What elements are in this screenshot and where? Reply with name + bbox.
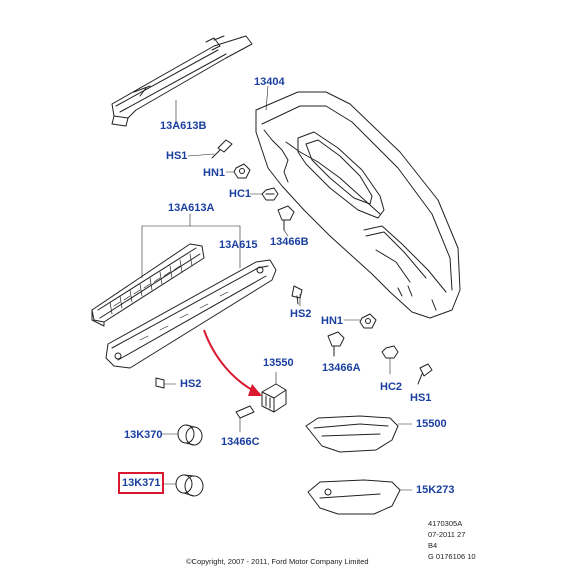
grommet-13466A xyxy=(327,331,345,357)
label-hs1-right[interactable]: HS1 xyxy=(410,392,432,404)
label-13A615[interactable]: 13A615 xyxy=(219,239,258,251)
label-15K273[interactable]: 15K273 xyxy=(416,484,455,496)
label-13K370[interactable]: 13K370 xyxy=(124,429,163,441)
screw-hs2-left xyxy=(155,377,177,389)
grommet-13K370 xyxy=(161,424,203,446)
bulb-13466C xyxy=(235,405,255,433)
bracket-13A613B xyxy=(111,35,253,127)
grommet-13K371 xyxy=(163,474,204,497)
label-13A613A[interactable]: 13A613A xyxy=(168,202,215,214)
nut-hn1-mid xyxy=(343,313,377,329)
socket-13550 xyxy=(261,371,287,413)
lamp-lens-13A615 xyxy=(105,259,277,369)
copyright: ©Copyright, 2007 - 2011, Ford Motor Comp… xyxy=(186,557,369,566)
ref-line-4: G 0176106 10 xyxy=(428,552,476,561)
highlight-box-13K371 xyxy=(118,472,164,494)
label-hc2[interactable]: HC2 xyxy=(380,381,403,393)
label-hn1-top[interactable]: HN1 xyxy=(203,167,226,179)
label-13550[interactable]: 13550 xyxy=(263,357,294,369)
label-13404[interactable]: 13404 xyxy=(254,76,285,88)
clip-hc2 xyxy=(381,345,399,375)
screw-hs1-top xyxy=(187,139,233,159)
ref-line-2: 07-2011 27 xyxy=(428,530,466,539)
label-hc1[interactable]: HC1 xyxy=(229,188,252,200)
label-13466C[interactable]: 13466C xyxy=(221,436,260,448)
label-13A613B[interactable]: 13A613B xyxy=(160,120,207,132)
label-hs1-top[interactable]: HS1 xyxy=(166,150,188,162)
leader-lines xyxy=(175,85,301,307)
label-15500[interactable]: 15500 xyxy=(416,418,447,430)
screw-hs2-right xyxy=(291,285,303,305)
leader-13A613A xyxy=(141,213,241,279)
clip-hc1 xyxy=(249,187,279,201)
ref-line-3: B4 xyxy=(428,541,438,550)
ref-line-1: 4170305A xyxy=(428,519,463,528)
label-13466A[interactable]: 13466A xyxy=(322,362,361,374)
label-hn1-mid[interactable]: HN1 xyxy=(321,315,344,327)
red-arrow xyxy=(203,329,262,396)
housing-15500 xyxy=(305,415,413,453)
grommet-13466B xyxy=(277,205,295,237)
nut-hn1-top xyxy=(225,163,251,179)
screw-hs1-right xyxy=(417,363,433,385)
cover-panel-13404 xyxy=(255,91,461,319)
lamp-strip-13A613A xyxy=(91,243,205,327)
label-13466B[interactable]: 13466B xyxy=(270,236,309,248)
label-13K371[interactable]: 13K371 xyxy=(122,477,161,489)
housing-15K273 xyxy=(307,479,413,515)
label-hs2-left[interactable]: HS2 xyxy=(180,378,202,390)
label-hs2-right[interactable]: HS2 xyxy=(290,308,312,320)
